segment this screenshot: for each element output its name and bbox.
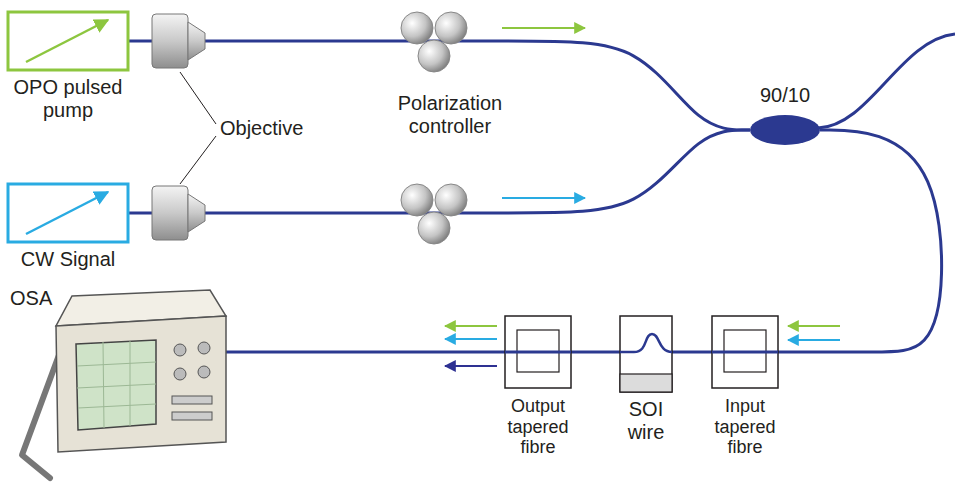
propagation-arrow <box>502 27 585 29</box>
node-label: CW Signal <box>8 248 128 271</box>
part-label: Objective <box>220 117 330 140</box>
leader-line <box>180 136 216 184</box>
spectrum-analyzer-drawing <box>172 396 212 404</box>
spectrum-analyzer-drawing <box>198 366 210 378</box>
node-label: SOI wire <box>620 398 672 444</box>
optical-fibre <box>226 351 505 354</box>
optical-fibre <box>672 351 712 354</box>
spectrum-analyzer-drawing <box>77 384 156 388</box>
pump-laser: OPO pulsed pump <box>8 12 128 132</box>
fibre-coupler <box>750 115 820 145</box>
coupler-output-fibre <box>818 34 955 128</box>
polarization-controller-paddles <box>418 40 450 72</box>
leader-line <box>180 72 216 184</box>
polarization-controller-paddles <box>418 212 450 244</box>
fibre-mount <box>505 351 571 354</box>
soi-chip <box>620 316 672 392</box>
signal-laser-symbol <box>8 184 128 242</box>
objective-lens <box>152 14 188 68</box>
fibre-coupler <box>750 115 820 145</box>
tapered-fibre-mount: Input tapered fibre <box>712 316 778 466</box>
spectrum-analyzer-drawing <box>174 368 186 380</box>
coupler-output-fibre <box>818 34 955 128</box>
signal-laser: CW Signal <box>8 184 128 276</box>
node-label: Input tapered fibre <box>712 396 778 458</box>
polarization-controller-paddles <box>401 184 433 216</box>
node-label: OPO pulsed pump <box>8 76 128 122</box>
signal-laser-symbol <box>26 192 108 234</box>
spectrum-analyzer-drawing <box>77 362 156 366</box>
soi-chip <box>620 374 672 392</box>
spectrum-analyzer-drawing <box>174 344 186 356</box>
objective-lens <box>188 194 205 232</box>
propagation-arrow <box>445 365 497 367</box>
objective-lens <box>152 186 188 240</box>
propagation-arrow <box>502 197 585 199</box>
part-label: Polarization controller <box>360 92 540 138</box>
leader-line <box>180 72 216 124</box>
spectrum-analyzer-drawing <box>56 316 226 452</box>
signal-laser-symbol <box>8 184 128 242</box>
propagation-arrow <box>445 338 497 340</box>
tapered-fibre-mount: Output tapered fibre <box>505 316 571 466</box>
fibre-mount <box>712 316 778 388</box>
propagation-arrow <box>445 325 497 327</box>
pump-laser-symbol <box>26 20 108 62</box>
node-label: 90/10 <box>750 84 820 107</box>
polarization-controller-paddles <box>401 12 433 44</box>
spectrum-analyzer-drawing <box>78 404 156 408</box>
fibre-mount <box>505 316 571 388</box>
spectrum-analyzer-drawing <box>198 342 210 354</box>
propagation-arrow <box>788 339 840 341</box>
optical-fibre <box>778 130 942 352</box>
spectrum-analyzer-drawing <box>172 412 212 420</box>
soi-chip <box>620 316 672 392</box>
objective-lens <box>152 14 205 240</box>
objective-lens <box>188 22 205 60</box>
soi-chip <box>620 334 672 352</box>
fibre-coupler: 90/10 <box>750 84 820 146</box>
node-label: OSA <box>10 287 70 310</box>
spectrum-analyzer-drawing <box>130 341 131 426</box>
node-label: Output tapered fibre <box>505 396 571 458</box>
spectrum-analyzer-drawing <box>76 340 156 430</box>
polarization-controller-paddles <box>435 12 467 44</box>
soi-chip: SOI wire <box>620 316 672 456</box>
pump-laser-symbol <box>8 12 128 70</box>
pump-laser-symbol <box>8 12 128 70</box>
spectrum-analyzer: OSA <box>4 283 226 481</box>
spectrum-analyzer-drawing <box>103 342 104 428</box>
optical-fibre <box>571 351 620 354</box>
spectrum-analyzer-drawing <box>22 290 226 478</box>
propagation-arrow <box>788 325 840 327</box>
fibre-mount <box>712 351 778 354</box>
polarization-controller-paddles <box>435 184 467 216</box>
